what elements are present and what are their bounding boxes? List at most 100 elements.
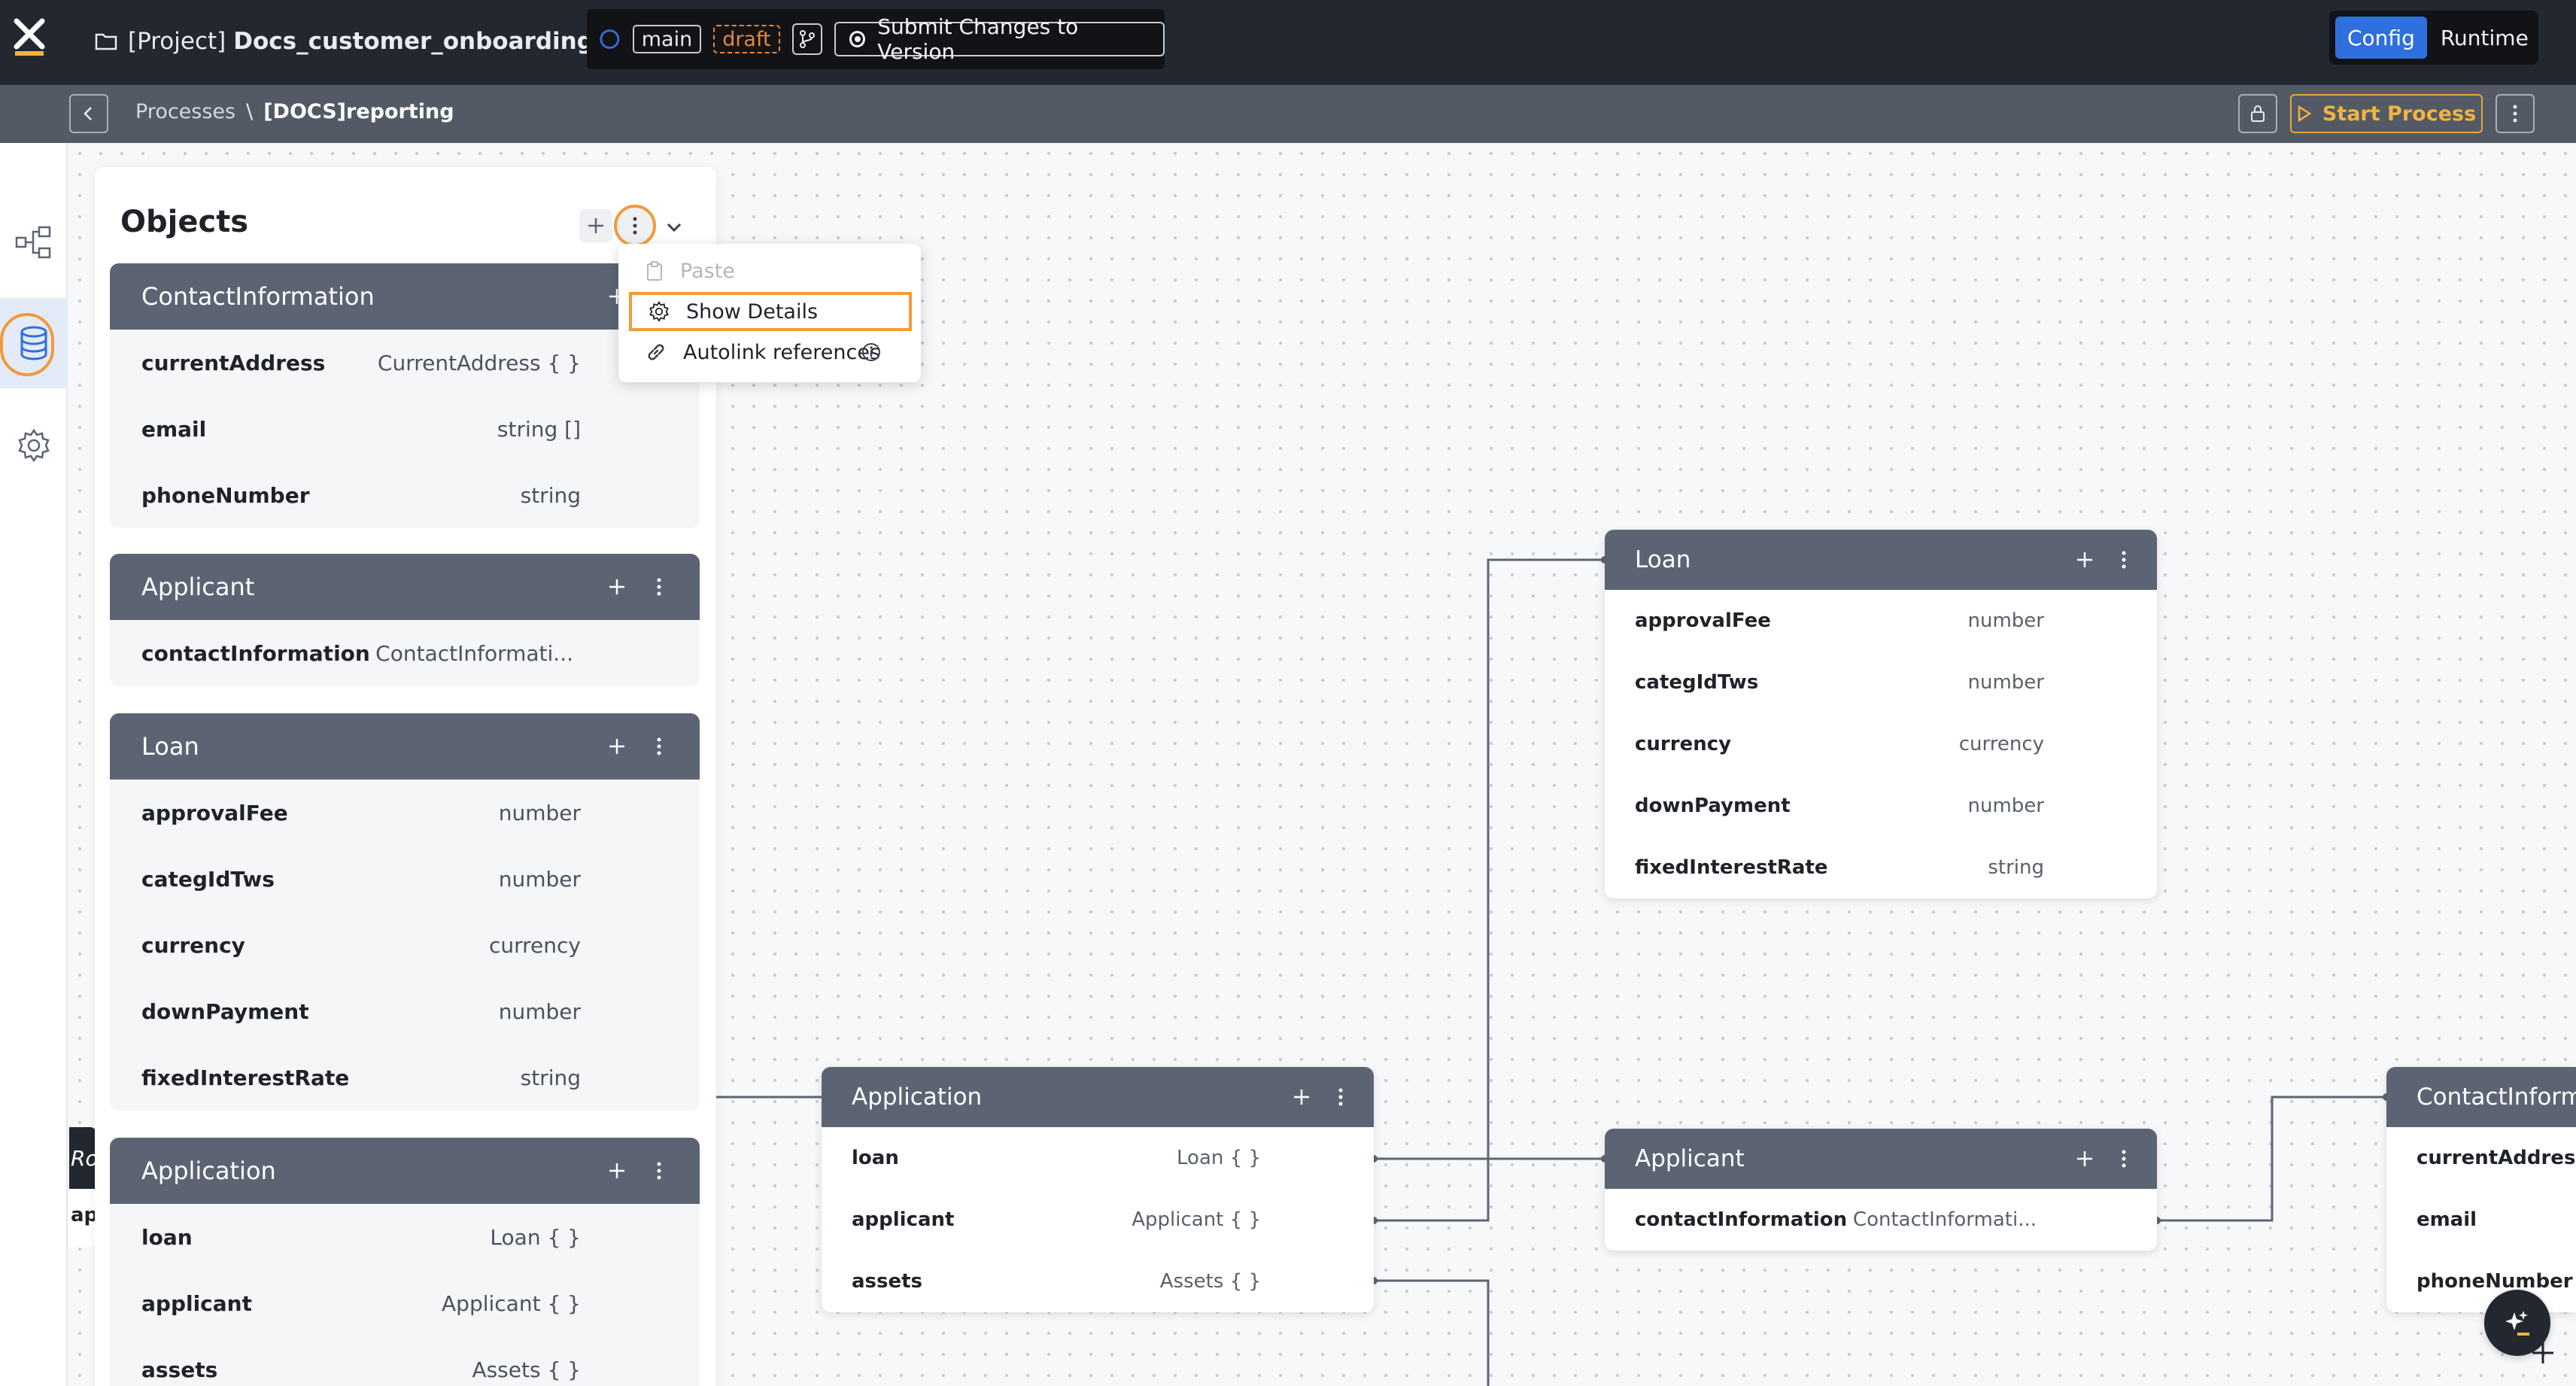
- breadcrumb-current: [DOCS]reporting: [263, 100, 454, 123]
- zoom-in-icon[interactable]: [2529, 1339, 2556, 1366]
- node-more-button[interactable]: [2107, 1142, 2140, 1175]
- add-field-button[interactable]: [600, 1154, 633, 1187]
- rail-settings-button[interactable]: [0, 400, 68, 491]
- link-icon: [648, 344, 664, 360]
- field-row[interactable]: currency currency: [1605, 713, 2157, 775]
- add-object-button[interactable]: [579, 209, 612, 242]
- field-type: Applicant { }: [1132, 1208, 1261, 1231]
- start-process-button[interactable]: Start Process: [2290, 94, 2483, 133]
- add-field-button[interactable]: [600, 730, 633, 763]
- field-type: number: [498, 998, 581, 1024]
- mode-switch: Config Runtime: [2329, 11, 2538, 65]
- node-title: Application: [852, 1084, 983, 1111]
- field-row[interactable]: currentAddress: [2386, 1127, 2576, 1189]
- submit-changes-button[interactable]: Submit Changes to Version: [834, 14, 1165, 64]
- mode-config-button[interactable]: Config: [2335, 17, 2427, 59]
- field-type: string: [520, 1065, 581, 1090]
- field-name: currentAddress: [141, 350, 326, 375]
- field-name: assets: [141, 1357, 218, 1382]
- field-type: ContactInformati...: [375, 640, 573, 666]
- field-name: email: [2417, 1208, 2477, 1231]
- partial-node-title: Ro: [69, 1127, 96, 1189]
- info-icon[interactable]: [861, 342, 882, 363]
- branch-pill[interactable]: main: [632, 25, 702, 53]
- field-type: currency: [1958, 733, 2044, 755]
- node-more-button[interactable]: [1324, 1081, 1357, 1114]
- field-type: Assets { }: [1159, 1270, 1261, 1293]
- process-more-button[interactable]: [2496, 94, 2535, 133]
- rail-process-button[interactable]: [0, 197, 68, 287]
- field-name: downPayment: [1635, 795, 1791, 817]
- gear-icon: [18, 428, 50, 463]
- plus-icon: [609, 579, 624, 594]
- flowx-logo-icon[interactable]: [11, 17, 48, 59]
- chevron-down-icon[interactable]: [664, 217, 685, 238]
- card-more-button[interactable]: [642, 1154, 676, 1187]
- breadcrumb-processes[interactable]: Processes: [135, 100, 236, 123]
- lock-button[interactable]: [2238, 94, 2277, 133]
- more-vertical-icon: [2122, 551, 2126, 569]
- more-vertical-icon: [2513, 105, 2517, 123]
- node-contact-information[interactable]: ContactInforma currentAddress email phon…: [2386, 1067, 2576, 1312]
- rail-highlight-ring: [0, 313, 54, 376]
- field-name: categIdTws: [141, 866, 275, 892]
- menu-item-show-details[interactable]: Show Details: [629, 292, 912, 331]
- field-name: currency: [1635, 733, 1732, 755]
- add-field-button[interactable]: [600, 570, 633, 603]
- add-field-button[interactable]: [2068, 1142, 2101, 1175]
- add-field-button[interactable]: [2068, 543, 2101, 576]
- gear-icon: [649, 301, 669, 322]
- field-row[interactable]: assets Assets { }: [110, 1336, 700, 1386]
- back-button[interactable]: [69, 94, 108, 133]
- project-title[interactable]: [Project] Docs_customer_onboarding: [95, 24, 594, 59]
- more-vertical-icon: [2122, 1150, 2126, 1168]
- partial-node[interactable]: Ro ap: [69, 1127, 96, 1248]
- field-type: Assets { }: [472, 1357, 581, 1382]
- card-more-button[interactable]: [642, 570, 676, 603]
- field-row[interactable]: phoneNumber: [2386, 1251, 2576, 1312]
- field-row[interactable]: email: [2386, 1189, 2576, 1251]
- menu-item-autolink-references[interactable]: Autolink references: [629, 333, 912, 372]
- add-field-button[interactable]: [1285, 1081, 1318, 1114]
- objects-more-button[interactable]: [614, 205, 656, 247]
- node-more-button[interactable]: [2107, 543, 2140, 576]
- mode-runtime-button[interactable]: Runtime: [2440, 25, 2529, 50]
- menu-item-paste[interactable]: Paste: [629, 251, 912, 290]
- plus-icon: [609, 1163, 624, 1178]
- branch-button[interactable]: [791, 23, 822, 55]
- git-branch-icon: [799, 30, 815, 48]
- ai-assistant-button[interactable]: [2484, 1290, 2550, 1356]
- field-name: approvalFee: [141, 800, 288, 825]
- field-name: currentAddress: [2417, 1147, 2576, 1169]
- field-type: ContactInformati...: [1852, 1208, 2037, 1231]
- field-name: contactInformation: [1635, 1208, 1848, 1231]
- card-more-button[interactable]: [642, 730, 676, 763]
- plus-icon: [1294, 1090, 1309, 1105]
